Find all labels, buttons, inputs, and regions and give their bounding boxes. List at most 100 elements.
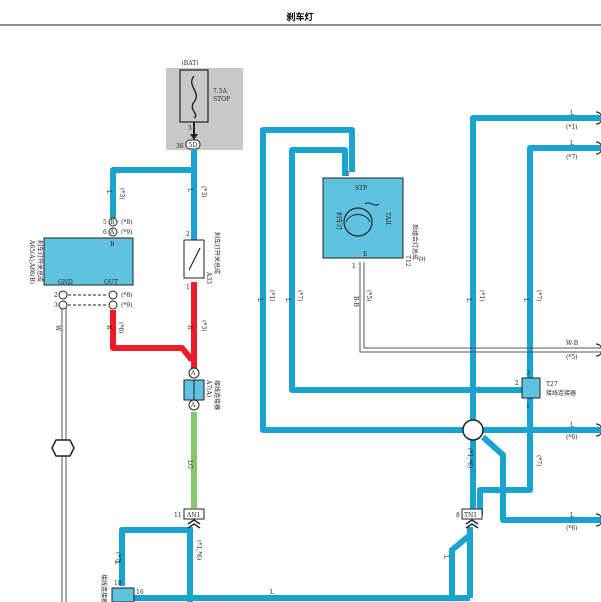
wire-label-r: R: [105, 325, 112, 330]
wire-label-n14-6: (*1,*6): [466, 448, 473, 468]
bulb-filament-icon: [345, 214, 371, 223]
a7-tag-a2: [188, 399, 200, 411]
wire-label-l-left: L: [256, 298, 263, 302]
wire-label-r2: R: [186, 325, 193, 330]
wire-label-l-br: L: [442, 555, 449, 559]
left-hex-splice: [51, 439, 75, 457]
wire-label-n6: (*6): [566, 434, 578, 441]
stop-lamp-label: 刹车灯: [335, 212, 343, 230]
wire-label-l3: L: [570, 422, 574, 429]
a7-id-line2: 接线连接器: [213, 380, 221, 410]
pin-6-circle: [108, 227, 118, 237]
wire-label-l-inner: L: [284, 298, 291, 302]
wire-inner-loop: [289, 147, 526, 393]
a7-id-line1: A7(A): [205, 379, 212, 397]
pin-3-circle: [58, 300, 68, 310]
bl-pin-18: 18: [114, 580, 122, 587]
wire-label-l-v2: L: [522, 298, 529, 302]
blue-wires: [110, 115, 601, 602]
wire-splice-down-right: [480, 434, 601, 523]
wire-label-l-bl: L: [113, 560, 120, 564]
out-pin-1-note: (*8): [121, 292, 133, 299]
pin-6-note: (*9): [121, 229, 133, 236]
a7-tag-a1-label: A: [190, 370, 196, 377]
wire-label-n1: (*1): [566, 124, 578, 131]
fuse-pin-top: 3: [188, 125, 192, 132]
switch-id-line2: 刹车灯开关总成: [213, 232, 221, 274]
t27-pin-1: 1: [526, 403, 530, 410]
wire-fuse-left: [110, 149, 197, 218]
switch-id-line1: A33: [205, 271, 212, 284]
stop-lamp-id-line2: 后组合灯总成: [411, 224, 419, 260]
stop-lamp-box: [322, 177, 404, 259]
fuse-connector-label: 5D: [189, 142, 198, 149]
out-pin-2-note: (*9): [121, 302, 133, 309]
an1-pin: 11: [174, 512, 182, 519]
wire-label-n5: (*5): [365, 290, 372, 302]
wire-label-lg: LG: [186, 460, 193, 469]
stop-lamp-e: E: [363, 251, 367, 258]
an1-chevron-icon: [187, 519, 201, 529]
out-pin-1: [108, 290, 118, 300]
pin-5-circle: [108, 217, 118, 227]
fuse-box: [166, 68, 243, 150]
pin-6-tag: A: [109, 229, 115, 236]
bl-joint-label: 接线连接器: [100, 574, 108, 602]
wire-label-n1-left: (*1): [268, 290, 275, 302]
stop-lamp-id-line3: 左: [418, 256, 426, 262]
brake-assy-gnd: GND: [58, 279, 73, 286]
pin-6: 6: [103, 229, 107, 236]
wire-label-lw: L: [105, 190, 112, 194]
switch-note-n3: (*3): [200, 186, 207, 198]
tn1-chevron-icon: [465, 519, 479, 529]
brake-assy-box-top: [43, 237, 134, 286]
wire-label-n7: (*7): [566, 154, 578, 161]
wire-note-n6-left: (*6): [117, 322, 124, 334]
wire-label-l-fuse: L: [186, 188, 193, 192]
pin-2-circle: [58, 290, 68, 300]
terminal-arc-4: [595, 423, 601, 437]
fuse-name: STOP: [213, 96, 230, 103]
pin-5-note: (*8): [121, 219, 133, 226]
a7-tag-a2-label: A: [190, 402, 196, 409]
terminal-arc-3: [595, 343, 601, 357]
tn1-pin: 8: [456, 512, 460, 519]
wire-label-n3: (*3): [118, 188, 125, 200]
fuse-pin-side: 36: [176, 143, 184, 150]
stop-lamp-id-line1: T12: [404, 255, 411, 267]
lamp-wave-icon: [364, 202, 380, 206]
pin-3: 3: [54, 302, 58, 309]
tn1-label: TN1: [464, 512, 477, 519]
fuse-rating: 7.5A: [213, 88, 228, 95]
pin-5: 5: [103, 219, 107, 226]
brake-assy-tag-b: B: [110, 241, 115, 248]
an1-box: [183, 508, 205, 520]
t27-id-line1: T27: [546, 381, 558, 388]
wire-label-n7-inner: (*7): [296, 290, 303, 302]
fuse-bat-label: (BAT): [181, 60, 198, 67]
bl-joint-box: [111, 587, 135, 602]
switch-note-n3b: (*3): [200, 320, 207, 332]
wire-label-w: W: [54, 325, 61, 332]
bl-pin-16: 16: [136, 589, 144, 596]
stop-lamp-tail: TAIL: [384, 212, 391, 226]
terminal-arc-5: [595, 513, 601, 527]
wire-left-loop: [260, 127, 473, 433]
stop-lamp-stp: STP: [355, 185, 367, 192]
wire-label-n5b: (*5): [566, 354, 578, 361]
red-wires: [110, 282, 197, 370]
an1-label: AN1: [186, 512, 200, 519]
t27-pin-2: 2: [515, 380, 519, 387]
brake-assy-id-line2: 刹车灯开关总成: [36, 240, 44, 282]
fuse-down-arrow-icon: [190, 134, 198, 140]
wire-rb-a: [359, 262, 601, 353]
wire-label-n6b: (*6): [566, 525, 578, 532]
page-title: 刹车灯: [286, 11, 313, 23]
wire-bottom-left: [119, 527, 190, 586]
terminal-arc-1: [595, 111, 601, 125]
switch-pin-2: 2: [186, 231, 190, 238]
wire-label-l-bottom: L: [270, 589, 274, 596]
wire-label-l4: L: [570, 512, 574, 519]
wire-label-rb: R-B: [352, 296, 359, 308]
